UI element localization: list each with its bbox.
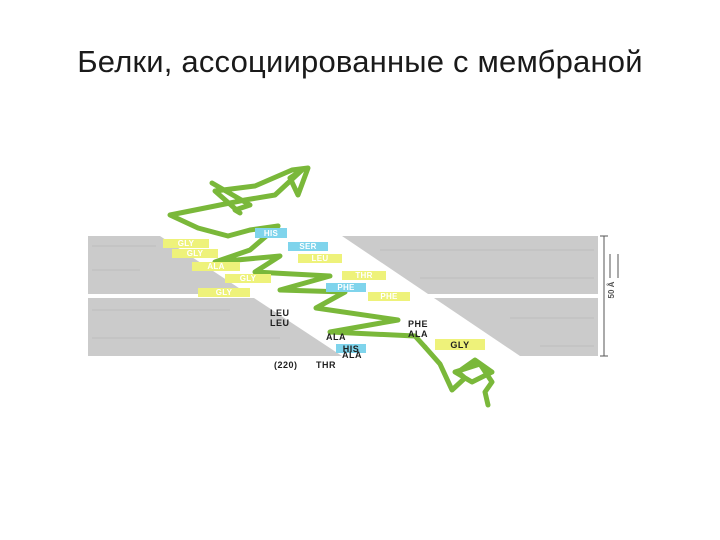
svg-text:LEU: LEU xyxy=(312,254,329,263)
svg-text:HIS: HIS xyxy=(343,344,360,354)
svg-text:GLY: GLY xyxy=(240,274,257,283)
residue-ala-3: ALA xyxy=(326,332,346,342)
svg-text:THR: THR xyxy=(355,271,372,280)
svg-text:ALA: ALA xyxy=(207,262,224,271)
membrane-texture xyxy=(92,245,594,347)
svg-text:GLY: GLY xyxy=(178,239,195,248)
residue-ala-2: ALA xyxy=(408,329,428,339)
svg-text:GLY: GLY xyxy=(450,340,469,350)
residue-phe-dark: PHE xyxy=(408,319,428,329)
svg-text:PHE: PHE xyxy=(337,283,355,292)
svg-text:GLY: GLY xyxy=(216,288,233,297)
svg-text:GLY: GLY xyxy=(187,249,204,258)
slide-title: Белки, ассоциированные с мембраной xyxy=(77,44,643,79)
residue-his-bottom: HIS xyxy=(336,344,366,354)
svg-text:HIS: HIS xyxy=(264,229,279,238)
residue-leu-b: LEU xyxy=(270,318,290,328)
residue-ala-1: ALA xyxy=(192,262,240,271)
residue-phe-2: PHE xyxy=(368,292,410,301)
diagram-svg: HIS GLY SER GLY LEU ALA THR GLY xyxy=(88,165,619,408)
svg-text:PHE: PHE xyxy=(380,292,398,301)
residue-his-top: HIS xyxy=(255,228,287,238)
scale-label: 50 Å xyxy=(607,281,616,298)
residue-gly-4: GLY xyxy=(198,288,250,297)
residue-thr-1: THR xyxy=(342,271,386,280)
residue-thr-end: THR xyxy=(316,360,336,370)
residue-gly-right: GLY xyxy=(435,339,485,350)
residue-ser-1: SER xyxy=(288,242,328,251)
residue-ala-4: ALA xyxy=(342,350,362,360)
membrane-scale-bar xyxy=(600,235,619,357)
residue-leu-1: LEU xyxy=(298,254,342,263)
residue-phe-1: PHE xyxy=(326,283,366,292)
membrane-protein-diagram: HIS GLY SER GLY LEU ALA THR GLY xyxy=(80,150,640,420)
residue-gly-2: GLY xyxy=(172,249,218,258)
residue-end-number: (220) xyxy=(274,360,298,370)
residue-gly-3: GLY xyxy=(225,274,271,283)
helix-backbone-lower xyxy=(422,344,495,408)
residue-leu-a: LEU xyxy=(270,308,290,318)
svg-text:SER: SER xyxy=(299,242,316,251)
residue-gly-1: GLY xyxy=(163,239,209,248)
helix-backbone-upper xyxy=(167,165,311,239)
